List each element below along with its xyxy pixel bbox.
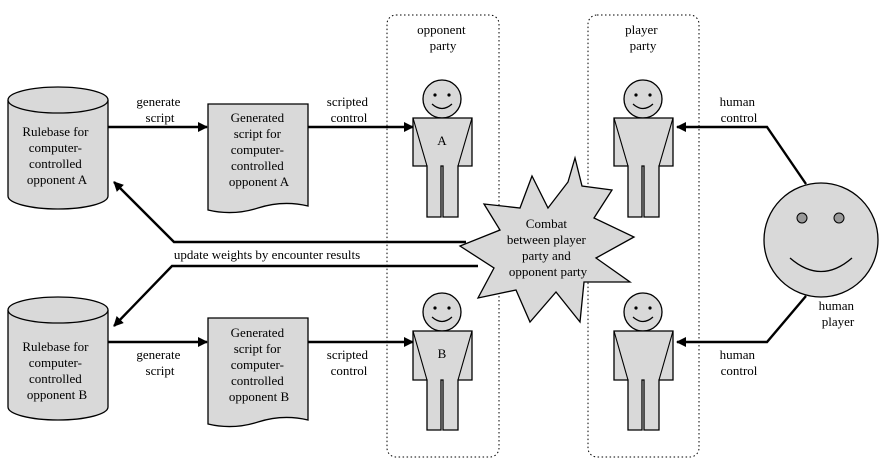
generate-script-label-a: generate script — [136, 94, 183, 125]
scripted-control-label-a: scripted control — [327, 94, 371, 125]
rulebase-a-label: Rulebase for computer- controlled oppone… — [22, 124, 91, 187]
opponent-a-figure: A — [412, 79, 473, 218]
generated-script-a-label: Generated script for computer- controlle… — [229, 110, 290, 189]
human-player-label: human player — [819, 298, 858, 329]
update-weights-label: update weights by encounter results — [174, 247, 360, 262]
update-weights-arrow-a — [113, 181, 466, 244]
combat-explosion: Combat between player party and opponent… — [458, 155, 636, 324]
rulebase-b-cylinder: Rulebase for computer- controlled oppone… — [7, 296, 109, 421]
player-figure-bottom — [613, 292, 674, 431]
generate-script-label-b: generate script — [136, 347, 183, 378]
opponent-a-label: A — [437, 133, 447, 148]
rulebase-b-label: Rulebase for computer- controlled oppone… — [22, 339, 91, 402]
human-control-arrow-top — [676, 122, 807, 185]
opponent-party-label: opponent party — [417, 22, 469, 53]
opponent-b-figure: B — [412, 292, 473, 431]
player-figure-top — [613, 79, 674, 218]
human-control-arrow-bottom — [676, 295, 807, 347]
human-player-face — [763, 182, 879, 298]
update-weights-arrow-b — [113, 264, 478, 327]
rulebase-a-cylinder: Rulebase for computer- controlled oppone… — [7, 86, 109, 210]
scripted-control-label-b: scripted control — [327, 347, 371, 378]
human-control-label-bottom: human control — [720, 347, 759, 378]
generated-script-b-document: Generated script for computer- controlle… — [207, 317, 309, 428]
player-party-label: player party — [625, 22, 661, 53]
generated-script-b-label: Generated script for computer- controlle… — [229, 325, 290, 404]
opponent-b-label: B — [438, 346, 447, 361]
human-control-label-top: human control — [720, 94, 759, 125]
combat-label: Combat between player party and opponent… — [507, 216, 589, 279]
generated-script-a-document: Generated script for computer- controlle… — [207, 103, 309, 214]
